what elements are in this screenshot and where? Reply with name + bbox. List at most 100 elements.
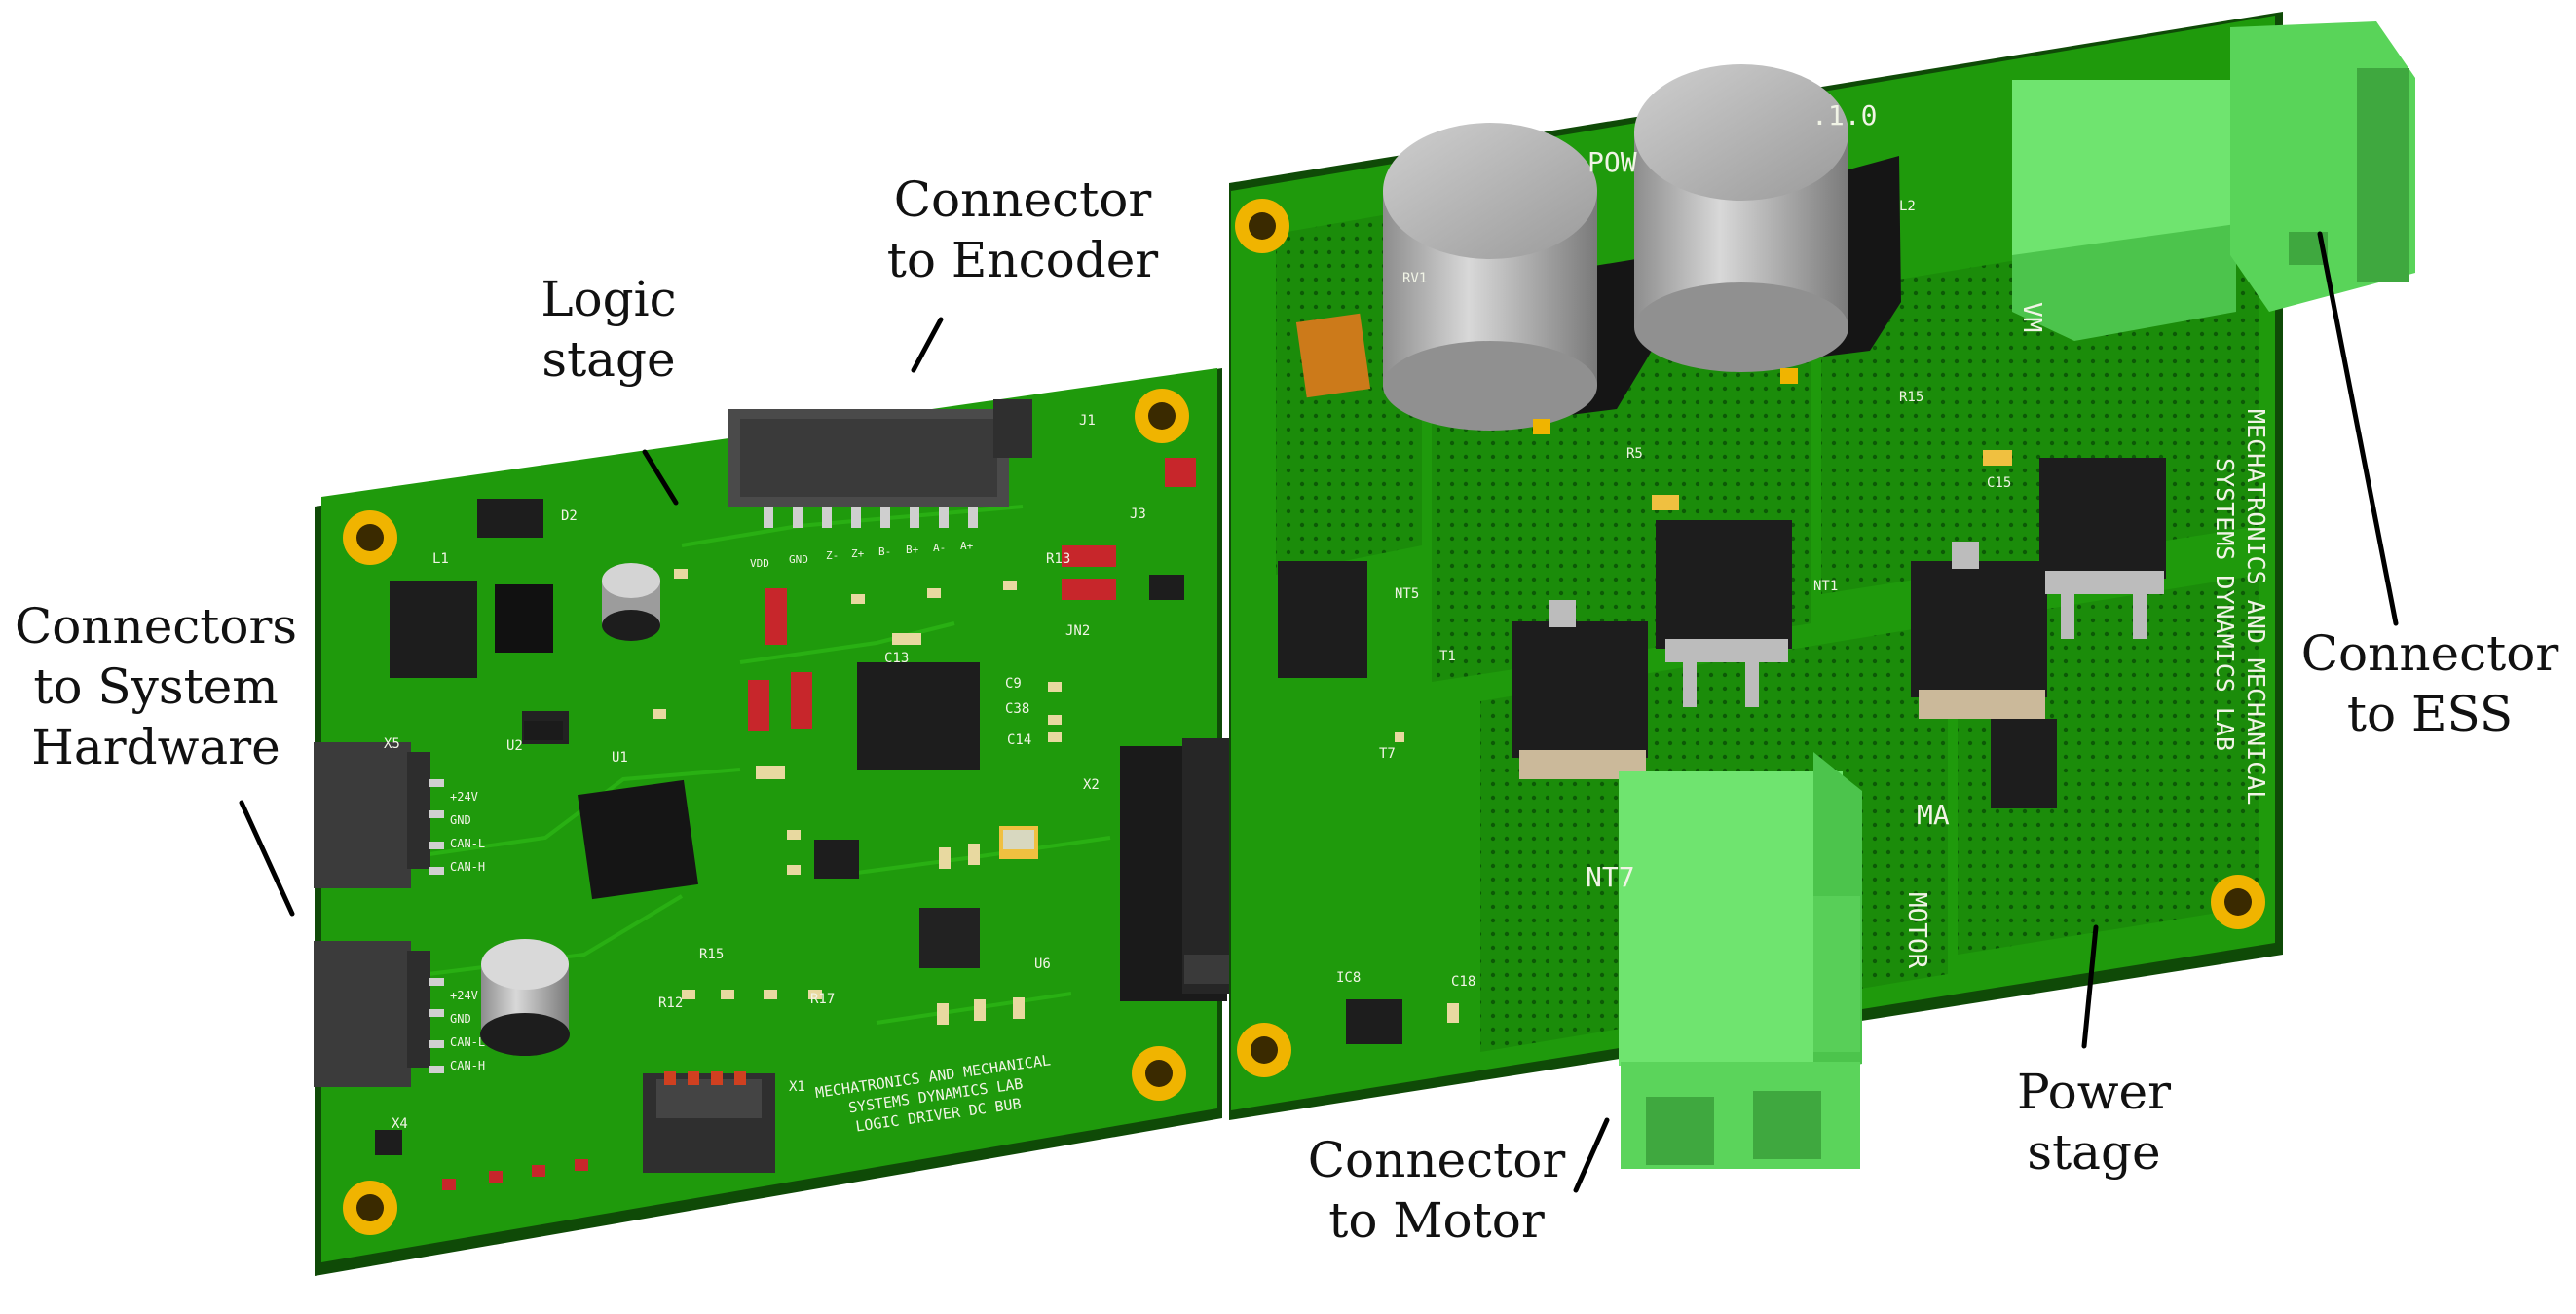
svg-text:.1.0: .1.0 — [1811, 99, 1877, 131]
svg-text:CAN-H: CAN-H — [450, 860, 485, 874]
svg-text:B+: B+ — [906, 544, 919, 556]
label-connector-motor: Connector to Motor — [1307, 1132, 1566, 1249]
svg-text:U1: U1 — [612, 750, 628, 766]
svg-text:+24V: +24V — [450, 790, 478, 804]
svg-text:J3: J3 — [1130, 507, 1146, 522]
logic-pin-labels: +24V GND CAN-L CAN-H +24V GND CAN-L CAN-… — [450, 790, 485, 1072]
logic-board: +24V GND CAN-L CAN-H +24V GND CAN-L CAN-… — [314, 368, 1317, 1276]
red-components — [748, 458, 1196, 731]
bulk-capacitor-1 — [1383, 123, 1652, 434]
label-logic-stage: Logic stage — [541, 271, 677, 388]
ess-connector — [2012, 21, 2415, 341]
label-connector-encoder: Connector to Encoder — [886, 171, 1159, 288]
svg-text:NT1: NT1 — [1813, 579, 1838, 594]
svg-text:MOTOR: MOTOR — [1902, 892, 1931, 969]
svg-text:Z-: Z- — [826, 549, 839, 562]
svg-text:CAN-L: CAN-L — [450, 1035, 485, 1049]
varistor — [1295, 313, 1371, 398]
label-connectors-system: Connectors to System Hardware — [14, 598, 298, 775]
svg-text:IC8: IC8 — [1336, 970, 1361, 986]
svg-text:NT5: NT5 — [1395, 586, 1419, 602]
svg-text:A-: A- — [933, 542, 946, 554]
logic-capacitor-1 — [602, 563, 660, 641]
svg-text:C15: C15 — [1987, 475, 2011, 491]
svg-text:R15: R15 — [699, 947, 724, 962]
mosfet-1 — [1512, 600, 1648, 779]
power-board: POW .1.0 MA NT7 MOTOR VM MECHATRONICS AN… — [1229, 12, 2415, 1169]
logic-capacitor-2 — [480, 939, 570, 1056]
svg-text:+24V: +24V — [450, 989, 478, 1002]
vm-silk: VM — [2017, 302, 2046, 332]
system-connector-lower — [314, 941, 444, 1087]
x1-connector — [643, 1071, 775, 1173]
chip-small-3 — [814, 840, 859, 879]
leader-system — [239, 800, 295, 917]
mosfet-2 — [1656, 520, 1792, 707]
label-connector-ess: Connector to ESS — [2300, 625, 2559, 742]
chip-small-2 — [524, 721, 563, 740]
svg-text:R12: R12 — [658, 995, 683, 1011]
svg-text:RV1: RV1 — [1402, 271, 1427, 286]
svg-text:GND: GND — [789, 553, 808, 566]
svg-text:R17: R17 — [810, 992, 835, 1007]
svg-text:D2: D2 — [561, 508, 578, 524]
svg-text:C9: C9 — [1005, 676, 1022, 692]
label-power-stage: Power stage — [2016, 1064, 2171, 1181]
gate-driver-chip — [1278, 561, 1367, 678]
system-connector-upper — [314, 742, 444, 888]
bulk-capacitor-2 — [1634, 64, 1901, 384]
svg-text:JN2: JN2 — [1065, 623, 1090, 639]
svg-text:L1: L1 — [432, 551, 449, 567]
svg-text:C18: C18 — [1451, 974, 1475, 990]
svg-text:C14: C14 — [1007, 732, 1031, 748]
svg-text:VDD: VDD — [750, 557, 769, 570]
svg-text:T7: T7 — [1379, 746, 1396, 762]
svg-text:R15: R15 — [1899, 390, 1923, 405]
power-board-silk: POW .1.0 MA NT7 — [1586, 99, 1950, 893]
svg-text:SYSTEMS DYNAMICS LAB: SYSTEMS DYNAMICS LAB — [2211, 458, 2239, 751]
svg-text:VM: VM — [2017, 302, 2046, 332]
svg-text:R5: R5 — [1626, 446, 1643, 462]
logic-ref-designators: L1 D2 U1 U2 U6 X1 X2 X4 X5 J1 J3 JN2 C13… — [384, 413, 1146, 1132]
svg-text:B-: B- — [878, 545, 891, 558]
chip-l1 — [390, 581, 477, 678]
encoder-pin-labels: VDD GND Z- Z+ B- B+ A- A+ — [750, 540, 974, 570]
svg-text:X5: X5 — [384, 736, 400, 752]
chip-small-5 — [1149, 575, 1184, 600]
svg-text:MECHATRONICS AND MECHANICAL: MECHATRONICS AND MECHANICAL — [2242, 409, 2270, 805]
mosfet-3 — [1911, 542, 2047, 719]
leader-lines — [239, 231, 2399, 1193]
chip-u3 — [495, 584, 553, 653]
svg-text:J1: J1 — [1079, 413, 1096, 429]
leader-ess — [2317, 231, 2399, 626]
svg-text:GND: GND — [450, 813, 471, 827]
leader-logic-stage — [642, 449, 679, 506]
power-ic-chip — [1991, 719, 2057, 808]
svg-text:U2: U2 — [506, 738, 523, 754]
svg-text:POW: POW — [1587, 146, 1637, 178]
mosfet-4 — [2039, 458, 2166, 639]
svg-text:C38: C38 — [1005, 701, 1029, 717]
leader-power — [2081, 924, 2099, 1049]
chip-main — [857, 662, 980, 770]
mounting-hole-icon — [343, 389, 1189, 1235]
motor-connector — [1619, 752, 1862, 1169]
svg-text:T1: T1 — [1439, 649, 1456, 664]
ic8-chip — [1346, 999, 1402, 1044]
leader-encoder — [911, 317, 944, 373]
leader-motor — [1573, 1117, 1610, 1193]
svg-text:Z+: Z+ — [851, 547, 865, 560]
svg-text:X1: X1 — [789, 1079, 805, 1095]
svg-text:NT7: NT7 — [1586, 861, 1635, 893]
power-ref-designators: IC8 NT5 NT1 R15 R5 T7 T1 C15 C18 RV1 L2 — [1336, 199, 2011, 990]
svg-text:C13: C13 — [884, 651, 909, 666]
chip-u1 — [578, 779, 698, 900]
chip-d2 — [477, 499, 543, 538]
svg-text:U6: U6 — [1034, 957, 1051, 972]
encoder-connector — [728, 399, 1032, 528]
chip-small-4 — [375, 1130, 402, 1155]
svg-text:CAN-L: CAN-L — [450, 837, 485, 850]
svg-text:CAN-H: CAN-H — [450, 1059, 485, 1072]
svg-text:MA: MA — [1917, 799, 1950, 831]
